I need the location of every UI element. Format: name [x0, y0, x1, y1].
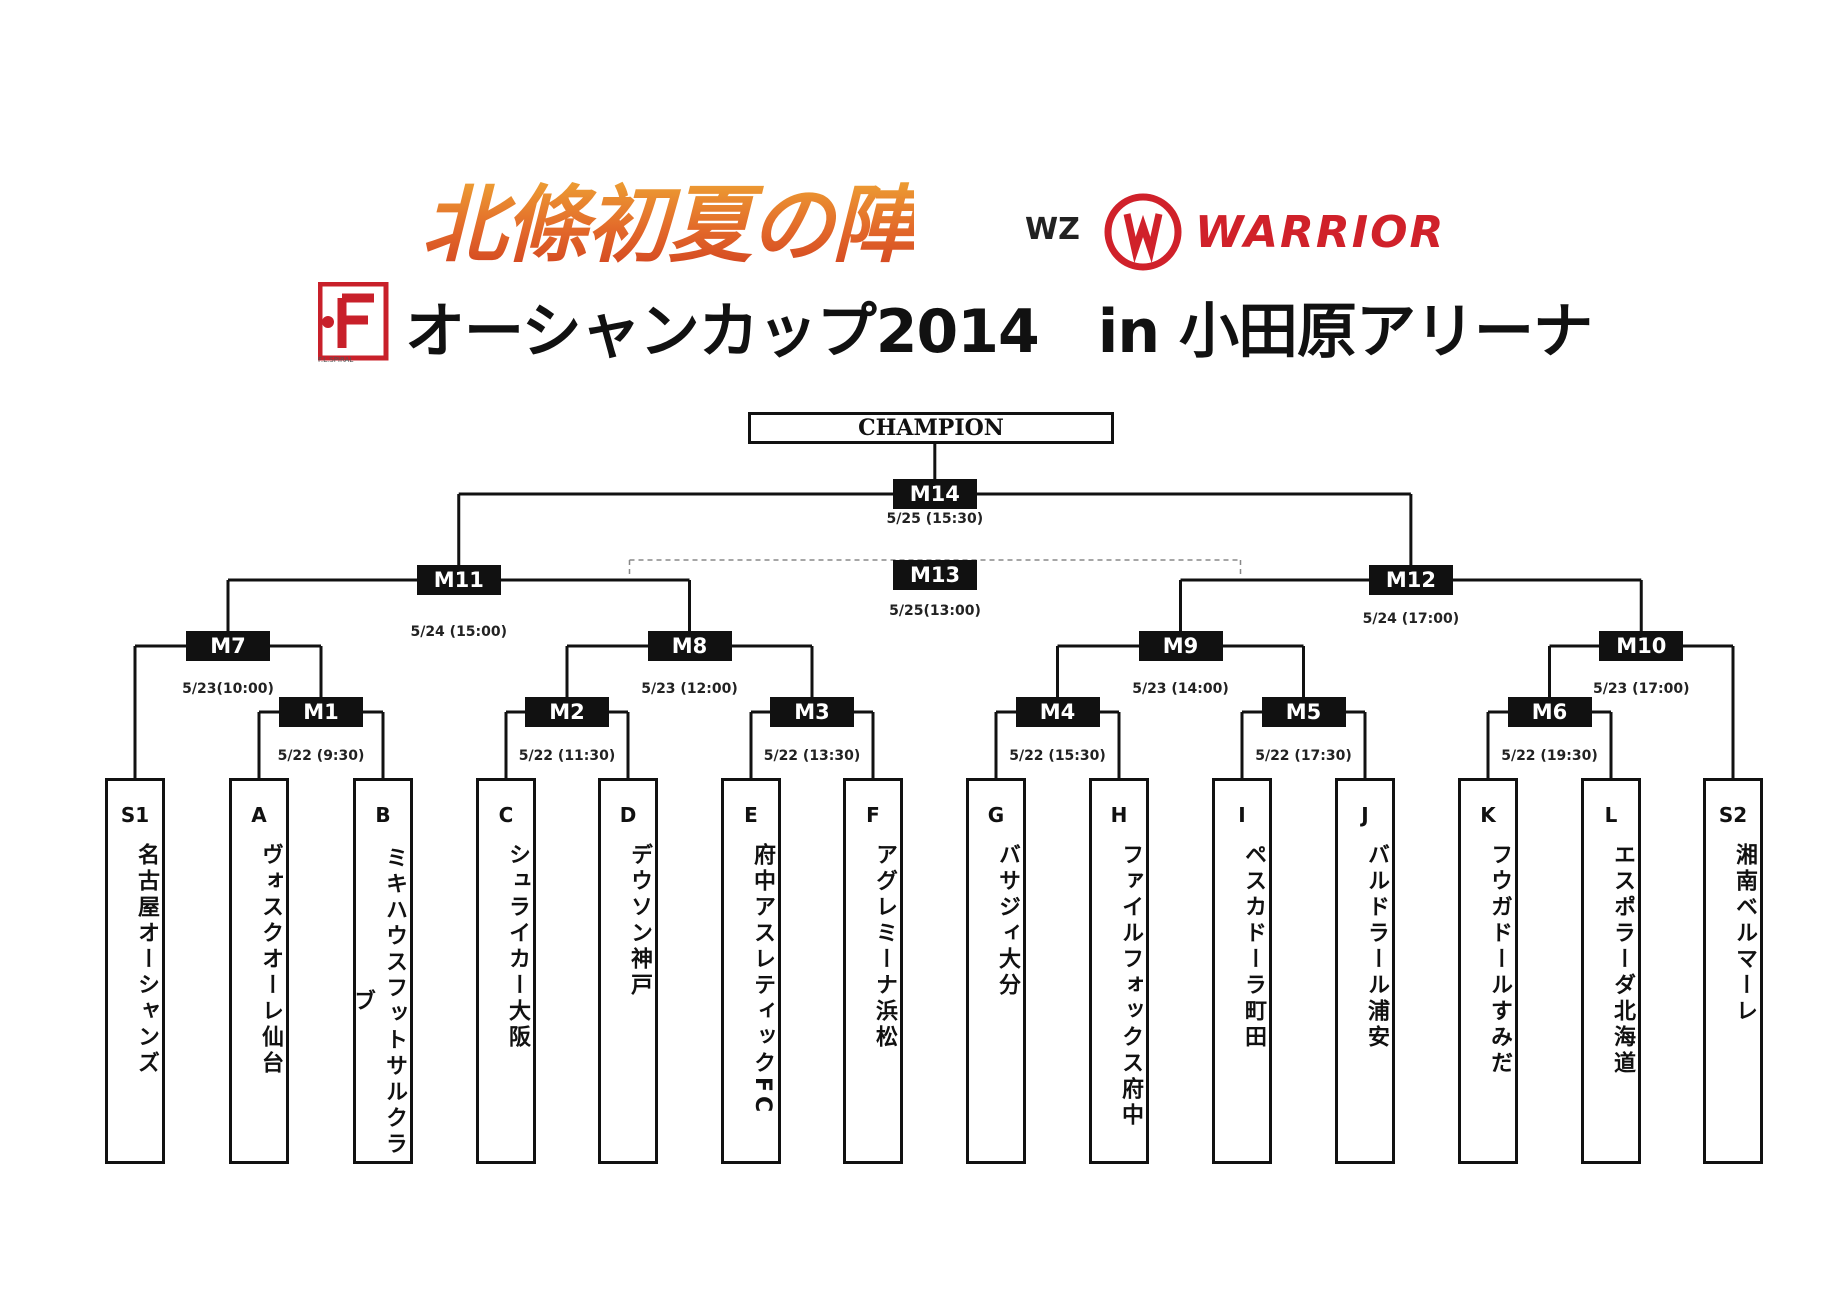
team-name: バルドラール浦安: [1364, 843, 1389, 1051]
header: 北條初夏の陣 WZ WARRIOR F.L.SPIRAL オーシャンカップ201…: [0, 0, 1841, 390]
match-label-m1: M1: [279, 697, 363, 727]
team-name: バサジィ大分: [995, 843, 1020, 999]
team-box-f: F アグレミーナ浜松: [843, 778, 903, 1164]
with-label: WZ: [1025, 212, 1080, 247]
team-box-s1: S1 名古屋オーシャンズ: [105, 778, 165, 1164]
team-name: アグレミーナ浜松: [872, 843, 897, 1051]
team-code: I: [1238, 803, 1246, 827]
team-box-g: G バサジィ大分: [966, 778, 1026, 1164]
team-box-h: H ファイルフォックス府中: [1089, 778, 1149, 1164]
champion-box: CHAMPION: [748, 412, 1114, 444]
match-label-m3: M3: [770, 697, 854, 727]
cup-subtitle: オーシャンカップ2014 in 小田原アリーナ: [405, 297, 1593, 367]
match-date-m7: 5/23(10:00): [182, 681, 274, 697]
match-label-m8: M8: [647, 631, 732, 661]
team-code: A: [251, 803, 267, 827]
team-name: ペスカドーラ町田: [1241, 843, 1266, 1051]
team-code: F: [866, 803, 880, 827]
team-name: ファイルフォックス府中: [1118, 843, 1143, 1129]
team-box-c: C シュライカー大阪: [476, 778, 536, 1164]
team-name: ヴォスクオーレ仙台: [258, 843, 283, 1077]
match-date-m9: 5/23 (14:00): [1132, 681, 1229, 697]
team-code: S1: [120, 803, 150, 827]
match-date-m5: 5/22 (17:30): [1255, 748, 1352, 764]
team-code: C: [498, 803, 514, 827]
team-code: J: [1361, 803, 1369, 827]
warrior-logo-icon: [1104, 193, 1182, 271]
match-label-m13: M13: [893, 560, 977, 590]
match-label-m14: M14: [892, 479, 977, 509]
team-box-l: L エスポラーダ北海道: [1581, 778, 1641, 1164]
tournament-title: 北條初夏の陣: [422, 158, 916, 279]
match-label-m6: M6: [1507, 697, 1592, 727]
match-date-m11: 5/24 (15:00): [410, 624, 508, 640]
match-date-m12: 5/24 (17:00): [1362, 611, 1460, 627]
team-name: デウソン神戸: [627, 843, 652, 999]
team-code: B: [375, 803, 391, 827]
team-code: H: [1110, 803, 1128, 827]
team-name: 府中アスレティックFC: [750, 843, 775, 1117]
match-date-m3: 5/22 (13:30): [763, 748, 861, 764]
match-date-m1: 5/22 (9:30): [277, 748, 365, 764]
team-code: E: [744, 803, 758, 827]
team-box-i: I ペスカドーラ町田: [1212, 778, 1272, 1164]
match-date-m2: 5/22 (11:30): [518, 748, 616, 764]
match-label-m2: M2: [525, 697, 609, 727]
match-label-m11: M11: [416, 565, 501, 595]
team-box-b: B ミキハウスフットサルクラブ: [350, 778, 413, 1164]
match-label-m10: M10: [1599, 631, 1684, 661]
team-name: 名古屋オーシャンズ: [134, 843, 159, 1077]
team-box-j: J バルドラール浦安: [1335, 778, 1395, 1164]
warrior-brand: WARRIOR: [1195, 207, 1446, 258]
team-name: フウガドールすみだ: [1487, 843, 1512, 1077]
match-date-m6: 5/22 (19:30): [1501, 748, 1598, 764]
team-name: ミキハウスフットサルクラブ: [350, 846, 407, 1158]
match-date-m13: 5/25(13:00): [889, 603, 981, 619]
match-label-m5: M5: [1261, 697, 1346, 727]
team-name: シュライカー大阪: [505, 843, 530, 1051]
match-date-m4: 5/22 (15:30): [1009, 748, 1106, 764]
team-box-s2: S2 湘南ベルマーレ: [1703, 778, 1763, 1164]
match-date-m14: 5/25 (15:30): [886, 511, 984, 527]
fudosan-logo-icon: [318, 282, 389, 361]
team-code: G: [987, 803, 1005, 827]
team-box-k: K フウガドールすみだ: [1458, 778, 1518, 1164]
team-code: S2: [1718, 803, 1748, 827]
team-code: L: [1604, 803, 1618, 827]
match-label-m12: M12: [1368, 565, 1453, 595]
match-label-m9: M9: [1138, 631, 1223, 661]
team-name: 湘南ベルマーレ: [1732, 843, 1757, 1025]
team-box-e: E 府中アスレティックFC: [721, 778, 781, 1164]
match-label-m7: M7: [186, 631, 270, 661]
match-label-m4: M4: [1015, 697, 1100, 727]
team-box-a: A ヴォスクオーレ仙台: [229, 778, 289, 1164]
team-name: エスポラーダ北海道: [1610, 843, 1635, 1077]
match-date-m8: 5/23 (12:00): [641, 681, 738, 697]
team-code: K: [1480, 803, 1496, 827]
team-code: D: [619, 803, 637, 827]
fudosan-caption: F.L.SPIRAL: [318, 356, 354, 364]
match-date-m10: 5/23 (17:00): [1592, 681, 1690, 697]
team-box-d: D デウソン神戸: [598, 778, 658, 1164]
